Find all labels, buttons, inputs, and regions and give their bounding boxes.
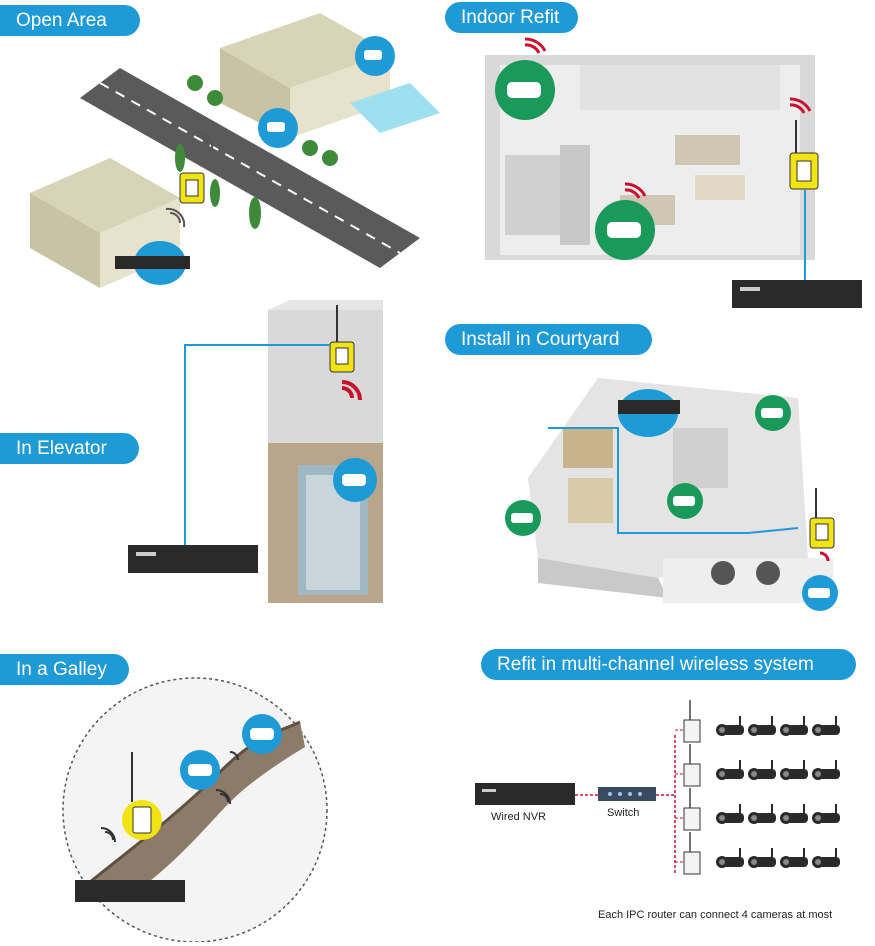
section-install-courtyard: Install in Courtyard bbox=[445, 324, 652, 355]
section-multichannel: Refit in multi-channel wireless system bbox=[481, 649, 856, 680]
label-wired-nvr: Wired NVR bbox=[491, 811, 547, 823]
ipc-router bbox=[683, 851, 701, 875]
camera-icon bbox=[812, 804, 840, 824]
router-row bbox=[675, 832, 840, 875]
router-row bbox=[675, 788, 840, 831]
camera-icon bbox=[716, 848, 744, 868]
router-row bbox=[675, 744, 840, 787]
label-switch: Switch bbox=[607, 807, 640, 819]
router-camera-svg bbox=[675, 700, 840, 875]
camera-icon bbox=[780, 848, 808, 868]
ipc-router bbox=[683, 807, 701, 831]
camera-icon bbox=[748, 760, 776, 780]
camera-icon bbox=[748, 716, 776, 736]
indoor-refit-illustration bbox=[485, 37, 862, 308]
camera-icon bbox=[812, 760, 840, 780]
ipc-router bbox=[683, 719, 701, 743]
camera-icon bbox=[780, 804, 808, 824]
camera-icon bbox=[716, 804, 744, 824]
footnote: Each IPC router can connect 4 cameras at… bbox=[598, 909, 833, 921]
courtyard-illustration bbox=[505, 378, 838, 611]
router-camera-grid bbox=[670, 688, 870, 888]
camera-icon bbox=[780, 760, 808, 780]
section-indoor-refit: Indoor Refit bbox=[445, 2, 578, 33]
camera-icon bbox=[716, 760, 744, 780]
elevator-illustration bbox=[128, 300, 383, 603]
section-in-galley: In a Galley bbox=[0, 654, 129, 685]
camera-icon bbox=[748, 804, 776, 824]
camera-icon bbox=[812, 716, 840, 736]
router-row bbox=[675, 700, 840, 743]
ipc-router bbox=[683, 763, 701, 787]
camera-icon bbox=[748, 848, 776, 868]
camera-icon bbox=[812, 848, 840, 868]
section-open-area: Open Area bbox=[0, 5, 140, 36]
section-in-elevator: In Elevator bbox=[0, 433, 139, 464]
galley-illustration bbox=[62, 677, 328, 942]
camera-icon bbox=[780, 716, 808, 736]
open-area-illustration bbox=[30, 13, 440, 288]
multichannel-diagram bbox=[475, 735, 676, 873]
camera-icon bbox=[716, 716, 744, 736]
